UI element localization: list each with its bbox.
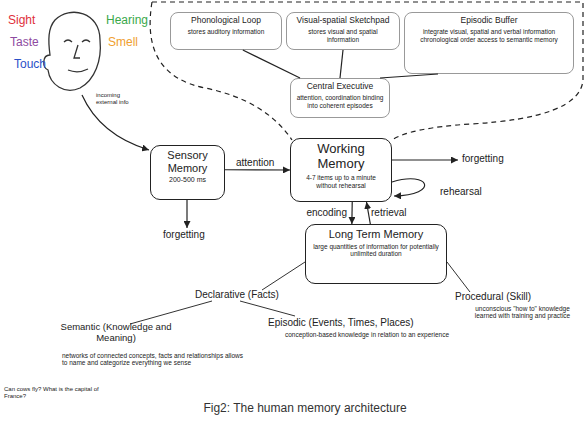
text-label: Touch — [14, 58, 46, 72]
figure-caption: Fig2: The human memory architecture — [195, 402, 415, 416]
box-heading: Sensory Memory — [156, 149, 219, 174]
box-body: 4-7 items up to a minute without rehears… — [296, 174, 386, 190]
memory-box: Sensory Memory 200-500 ms — [150, 145, 225, 200]
box-body: large quantities of information for pote… — [311, 243, 441, 259]
text-label: Semantic (Knowledge and Meaning) — [60, 322, 172, 344]
component-box: Episodic Buffer integrate visual, spatial… — [404, 12, 574, 74]
text-label: Sight — [8, 14, 35, 28]
executive-box: Central Executive attention, coordination… — [290, 78, 390, 118]
box-body: stores auditory information — [176, 28, 276, 36]
box-body: attention, coordination binding into coh… — [296, 94, 384, 110]
box-heading: Working Memory — [296, 142, 386, 172]
connector — [351, 202, 353, 224]
forgetting-arrow — [392, 159, 458, 160]
text-label: Can cows fly? What is the capital of Fra… — [4, 386, 104, 400]
text-label: Episodic (Events, Times, Places) — [268, 317, 414, 329]
text-label: Procedural (Skill) — [455, 291, 531, 303]
text-label: rehearsal — [440, 186, 482, 198]
mouth — [68, 69, 88, 72]
text-label: Smell — [108, 36, 138, 50]
edge-label: retrieval — [371, 207, 407, 219]
text-label: forgetting — [163, 229, 205, 241]
memory-box: Working Memory 4-7 items up to a minute w… — [290, 138, 392, 202]
text-label: networks of connected concepts, facts an… — [62, 352, 247, 367]
dashed-enclosure — [150, 2, 583, 140]
connector — [367, 202, 371, 224]
face-illustration — [44, 12, 101, 90]
connector — [380, 74, 438, 78]
rehearsal-loop — [392, 179, 425, 196]
text-label: forgetting — [462, 153, 504, 165]
eyes — [64, 40, 90, 42]
text-label: incoming external info — [96, 92, 141, 106]
edge-label: attention — [236, 157, 274, 169]
box-heading: Episodic Buffer — [410, 16, 568, 26]
box-body: 200-500 ms — [156, 176, 219, 184]
text-label: Hearing — [106, 14, 148, 28]
component-box: Visual-spatial Sketchpad stores visual an… — [286, 12, 400, 50]
box-heading: Long Term Memory — [311, 228, 441, 241]
text-label: unconscious "how to" knowledge learned w… — [470, 305, 575, 320]
component-box: Phonological Loop stores auditory informa… — [170, 12, 282, 50]
box-heading: Phonological Loop — [176, 16, 276, 26]
connector — [243, 50, 300, 78]
box-heading: Central Executive — [296, 82, 384, 92]
box-body: integrate visual, spatial and verbal inf… — [410, 28, 568, 44]
edge-label: encoding — [297, 207, 347, 219]
text-label: Declarative (Facts) — [195, 289, 279, 301]
text-label: conception-based knowledge in relation t… — [285, 331, 449, 338]
connector — [340, 50, 343, 78]
forgetting-arrow — [186, 200, 187, 228]
memory-box: Long Term Memory large quantities of info… — [305, 224, 447, 284]
nose — [74, 45, 80, 58]
box-body: stores visual and spatial information — [292, 28, 394, 44]
box-heading: Visual-spatial Sketchpad — [292, 16, 394, 26]
text-label: Taste — [10, 36, 39, 50]
connector — [225, 169, 290, 170]
head-outline — [44, 12, 101, 90]
